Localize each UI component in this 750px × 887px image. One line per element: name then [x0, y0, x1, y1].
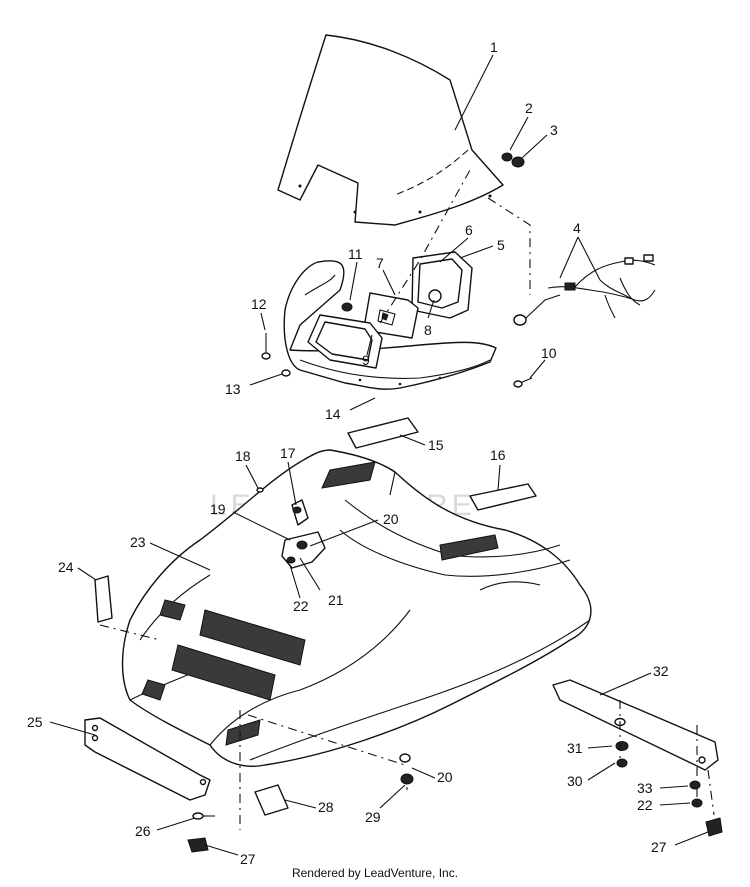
bolt-26	[192, 812, 215, 820]
screw-11	[341, 302, 353, 312]
callout-20-lower: 20	[437, 769, 453, 785]
callout-11: 11	[348, 246, 363, 262]
callout-29: 29	[365, 809, 381, 825]
callout-32: 32	[653, 663, 669, 679]
assembly-lines	[99, 169, 715, 830]
callout-14: 14	[325, 406, 341, 422]
bolt-12	[261, 333, 271, 360]
callout-labels: 1 2 3 4 5 6 7 8 9 10 11 12 13 14 15 16 1…	[27, 39, 669, 867]
callout-12: 12	[251, 296, 267, 312]
callout-8: 8	[424, 322, 432, 338]
callout-27-left: 27	[240, 851, 256, 867]
callout-15: 15	[428, 437, 444, 453]
callout-16: 16	[490, 447, 506, 463]
callout-6: 6	[465, 222, 473, 238]
callout-20-upper: 20	[383, 511, 399, 527]
decal-16	[469, 483, 537, 511]
hood	[121, 449, 592, 767]
callout-31: 31	[567, 740, 583, 756]
callout-3: 3	[550, 122, 558, 138]
clip-27-left	[187, 837, 209, 853]
callout-7: 7	[376, 255, 384, 271]
callout-21: 21	[328, 592, 344, 608]
callout-33: 33	[637, 780, 653, 796]
callout-1: 1	[490, 39, 498, 55]
bracket-32	[552, 679, 719, 771]
callout-25: 25	[27, 714, 43, 730]
fastener-stack-33-22	[689, 780, 703, 808]
headlight-housing	[411, 251, 473, 319]
bracket-25	[84, 717, 211, 801]
callout-9: 9	[362, 352, 370, 368]
windshield-nuts	[501, 152, 525, 168]
pad-28	[254, 784, 289, 816]
callout-19: 19	[210, 501, 226, 517]
callout-10: 10	[541, 345, 557, 361]
nut-stack-20-29	[399, 753, 414, 785]
clip-27-right	[705, 817, 723, 837]
wiring-harness	[513, 254, 656, 326]
headlight-lamp	[364, 289, 442, 339]
render-credit: Rendered by LeadVenture, Inc.	[291, 866, 459, 880]
callout-22-lower: 22	[637, 797, 653, 813]
callout-4: 4	[573, 220, 581, 236]
callout-22-upper: 22	[293, 598, 309, 614]
bolt-10	[513, 377, 533, 388]
windshield	[277, 34, 504, 226]
callout-2: 2	[525, 100, 533, 116]
callout-17: 17	[280, 445, 296, 461]
callout-27-right: 27	[651, 839, 667, 855]
callout-23: 23	[130, 534, 146, 550]
callout-24: 24	[58, 559, 74, 575]
decal-15	[347, 417, 419, 449]
callout-26: 26	[135, 823, 151, 839]
mirror-bracket	[256, 487, 326, 569]
rivet-13	[281, 369, 291, 377]
pad-24	[94, 575, 113, 623]
callout-18: 18	[235, 448, 251, 464]
callout-28: 28	[318, 799, 334, 815]
callout-5: 5	[497, 237, 505, 253]
headlight-front-bezel	[307, 314, 383, 369]
callout-30: 30	[567, 773, 583, 789]
callout-13: 13	[225, 381, 241, 397]
leader-lines	[49, 54, 709, 856]
